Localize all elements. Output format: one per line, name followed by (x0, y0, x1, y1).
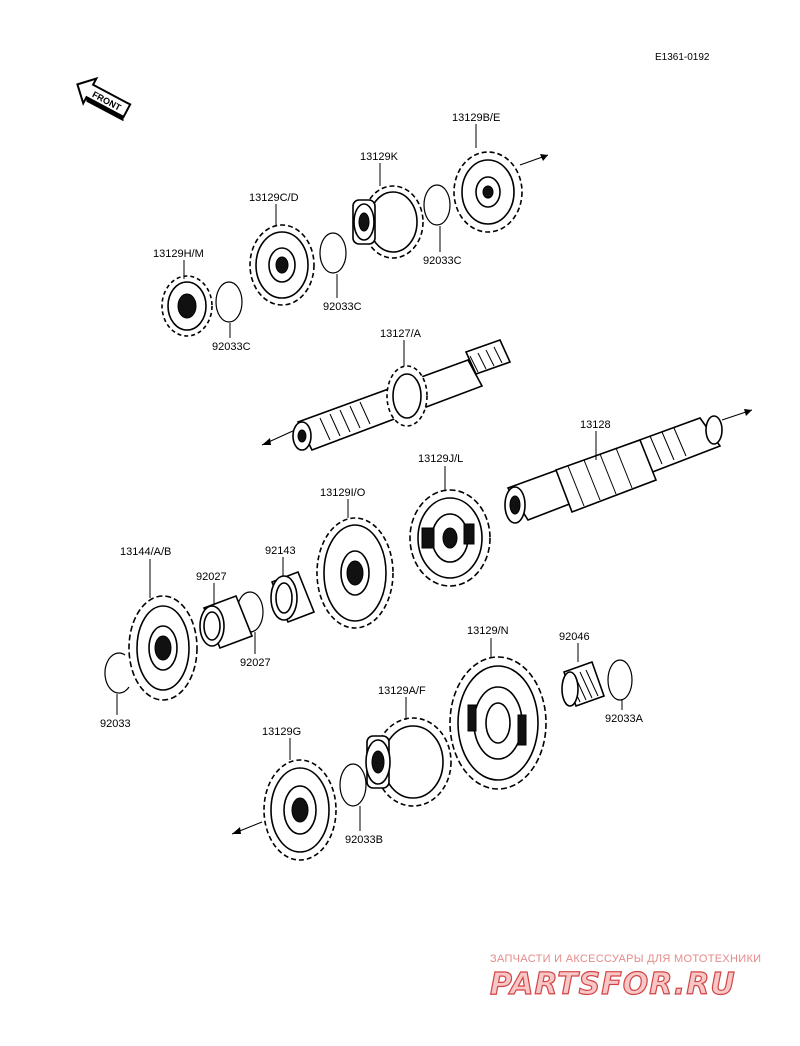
svg-text:13129/N: 13129/N (467, 625, 509, 637)
label-13144ab: 13144/A/B (120, 546, 171, 598)
gear-13129g (263, 759, 337, 861)
circlip-92033c-right (423, 184, 451, 226)
label-92033c-left: 92033C (212, 323, 251, 353)
svg-text:92033C: 92033C (423, 255, 462, 267)
bearing-92046 (561, 660, 606, 708)
bush-92143 (270, 570, 316, 624)
label-92033a: 92033A (605, 700, 644, 725)
gear-13129af (365, 717, 452, 807)
shaft-13127a (261, 339, 512, 452)
gear-13129io (316, 517, 394, 629)
svg-text:13144/A/B: 13144/A/B (120, 546, 171, 558)
label-13129af: 13129A/F (378, 685, 426, 720)
svg-text:13128: 13128 (580, 419, 611, 431)
circlip-92033a (607, 659, 633, 701)
svg-text:92143: 92143 (265, 545, 296, 557)
label-13129io: 13129I/O (320, 487, 366, 518)
svg-text:13129K: 13129K (360, 151, 399, 163)
svg-text:13129J/L: 13129J/L (418, 453, 463, 465)
watermark-tagline: ЗАПЧАСТИ И АКСЕССУАРЫ ДЛЯ МОТОТЕХНИКИ (490, 953, 761, 965)
circlip-92033 (104, 652, 130, 694)
label-13129be: 13129B/E (452, 112, 500, 148)
label-13129n: 13129/N (467, 625, 509, 658)
watermark-brand: PARTSFOR.RU (490, 967, 736, 1002)
svg-text:92033: 92033 (100, 718, 131, 730)
upper-axis (519, 154, 549, 166)
label-13129hm: 13129H/M (153, 248, 204, 279)
svg-text:92033C: 92033C (323, 301, 362, 313)
svg-text:13129C/D: 13129C/D (249, 192, 299, 204)
svg-text:92046: 92046 (559, 631, 590, 643)
svg-text:92033C: 92033C (212, 341, 251, 353)
label-92027: 92027 (196, 571, 227, 604)
gear-13129hm (161, 275, 213, 337)
gear-13129be (453, 151, 523, 233)
svg-text:92027: 92027 (240, 657, 271, 669)
svg-text:92033A: 92033A (605, 713, 644, 725)
label-92033: 92033 (100, 694, 131, 730)
svg-text:13129A/F: 13129A/F (378, 685, 426, 697)
collar-92027 (199, 594, 254, 650)
label-13129k: 13129K (360, 151, 399, 186)
label-13129cd: 13129C/D (249, 192, 299, 226)
label-13127a: 13127/A (380, 328, 422, 366)
svg-text:92027: 92027 (196, 571, 227, 583)
gear-13129n (449, 656, 547, 790)
watermark: ЗАПЧАСТИ И АКСЕССУАРЫ ДЛЯ МОТОТЕХНИКИ PA… (489, 953, 761, 1003)
gear-13129jl (409, 489, 491, 587)
label-13128: 13128 (580, 419, 611, 460)
label-92033b: 92033B (345, 806, 383, 846)
svg-text:13129G: 13129G (262, 726, 301, 738)
circlip-92033c-left (215, 281, 243, 323)
svg-text:13127/A: 13127/A (380, 328, 422, 340)
label-13129jl: 13129J/L (418, 453, 463, 490)
circlip-92033c-middle (319, 232, 347, 274)
svg-text:13129I/O: 13129I/O (320, 487, 366, 499)
svg-text:13129B/E: 13129B/E (452, 112, 500, 124)
label-92055: 92027 (240, 632, 271, 669)
circlip-92033b (339, 763, 367, 807)
svg-text:92033B: 92033B (345, 834, 383, 846)
svg-text:13129H/M: 13129H/M (153, 248, 204, 260)
label-92143: 92143 (265, 545, 296, 576)
lower-axis (231, 821, 263, 835)
sprocket-13144ab (128, 595, 198, 701)
label-92033c-middle: 92033C (323, 274, 362, 313)
label-92046: 92046 (559, 631, 590, 662)
label-13129g: 13129G (262, 726, 301, 760)
gear-13129k (352, 185, 424, 259)
front-arrow-icon: FRONT (76, 76, 132, 122)
gear-13129cd (249, 224, 315, 306)
diagram-code: E1361-0192 (655, 52, 710, 63)
shaft-13128 (504, 409, 753, 524)
label-92033c-right: 92033C (423, 226, 462, 267)
